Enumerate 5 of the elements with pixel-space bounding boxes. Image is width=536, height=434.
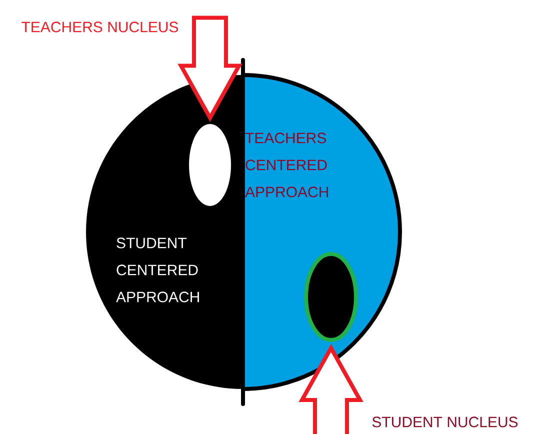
- arrow-label: STUDENT NUCLEUS: [372, 416, 518, 428]
- nucleus-oval: [304, 252, 358, 342]
- arrow-label: TEACHERS NUCLEUS: [22, 22, 178, 32]
- node-label: STUDENT CENTERED APPROACH: [116, 238, 199, 302]
- nucleus-oval: [189, 124, 231, 206]
